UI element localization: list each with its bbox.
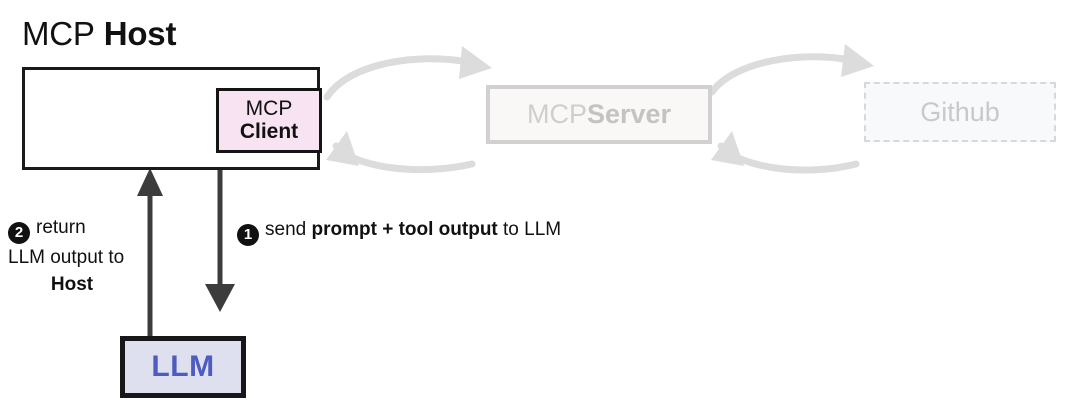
mcp-client-label-line2: Client: [239, 119, 299, 143]
github-label: Github: [920, 96, 1000, 127]
mcp-client-label-line1: MCP: [245, 97, 293, 121]
host-title-bold: Host: [103, 15, 177, 52]
llm-label: LLM: [151, 350, 215, 383]
llm-box[interactable]: LLM: [120, 336, 246, 398]
mcp-server-label-bold: Server: [586, 99, 672, 129]
step-2-badge: 2: [8, 221, 30, 244]
step-1-text-part-2: prompt + tool output: [311, 219, 498, 240]
step-1-badge: 1: [237, 223, 259, 246]
step-1-caption: 1 send prompt + tool output to LLM: [237, 216, 561, 246]
step-2-text-line3: Host: [50, 273, 94, 295]
mcp-server-label-prefix: MCP: [526, 99, 587, 129]
step-2-text-line2: LLM output to: [8, 246, 125, 268]
arrow-server-to-github: [708, 44, 874, 96]
step-2-caption: 2 return LLM output to Host: [8, 214, 158, 298]
arrow-server-to-client: [326, 131, 476, 174]
arrow-client-to-server: [323, 46, 492, 101]
arrow-host-to-llm: [205, 152, 235, 312]
step-1-text-part-1: send: [265, 219, 312, 240]
host-title: MCP Host: [22, 14, 176, 54]
mcp-server-box[interactable]: MCP Server: [486, 85, 712, 144]
step-1-text-part-3: to LLM: [497, 219, 562, 240]
arrow-github-to-server: [711, 131, 860, 174]
mcp-client-box[interactable]: MCP Client: [216, 88, 322, 153]
step-2-text-line1: return: [36, 217, 86, 238]
host-title-prefix: MCP: [22, 15, 95, 52]
github-box[interactable]: Github: [864, 82, 1056, 142]
